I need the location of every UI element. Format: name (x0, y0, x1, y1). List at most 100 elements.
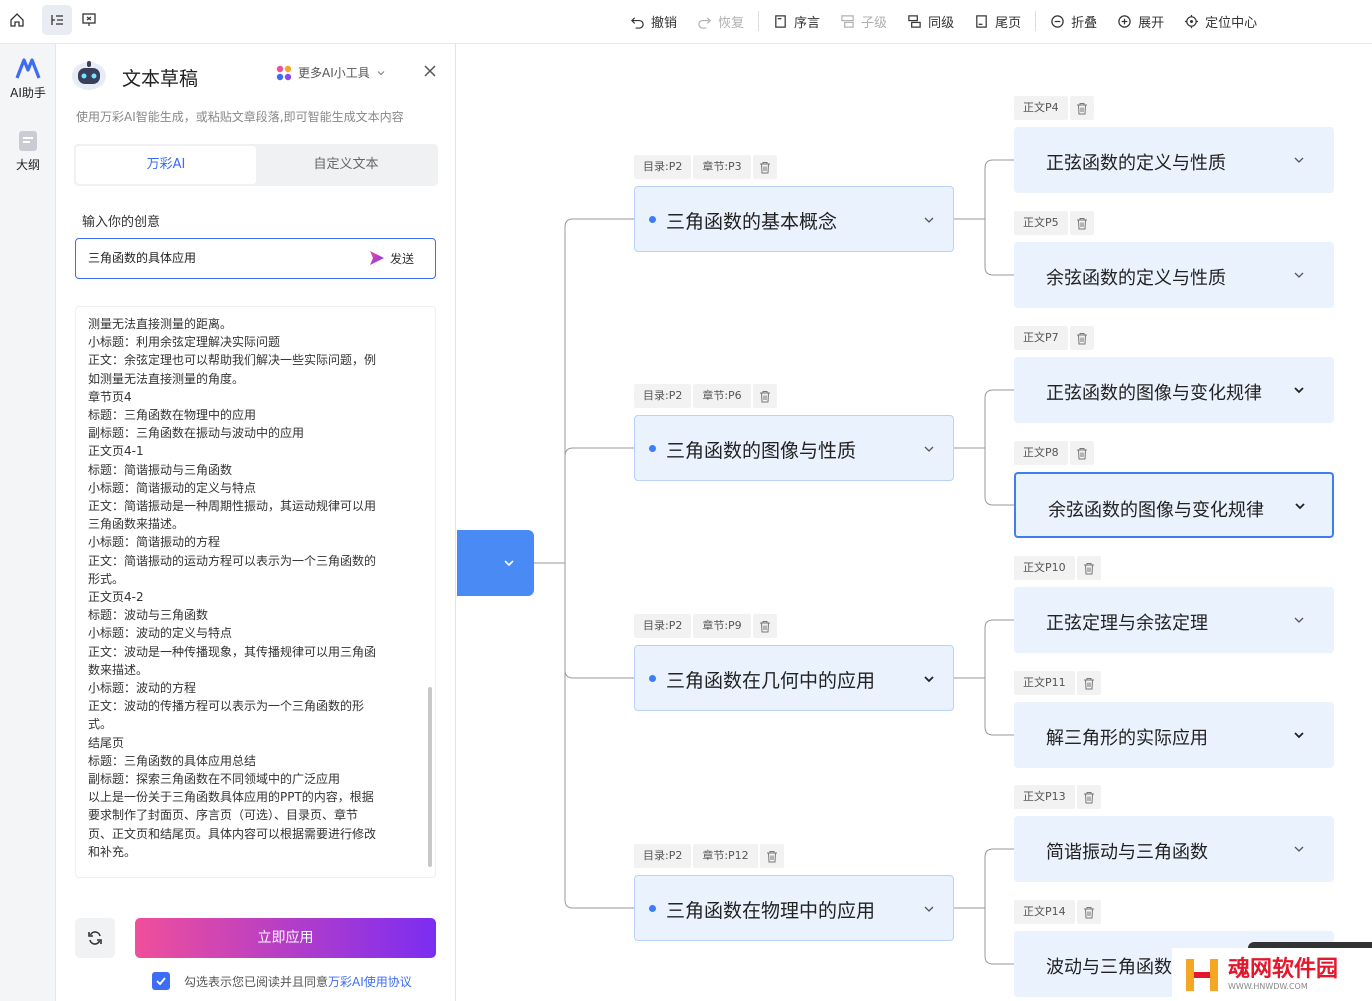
connector-line (984, 219, 1014, 276)
chevron-down-icon[interactable] (923, 903, 935, 915)
tab-wancai-ai[interactable]: 万彩AI (76, 146, 256, 184)
delete-node-button[interactable] (752, 614, 777, 638)
tail-page-button[interactable]: 尾页 (964, 12, 1031, 31)
connector-line (564, 563, 634, 909)
expand-button[interactable]: 展开 (1107, 12, 1174, 31)
draft-line: 结尾页 (88, 735, 125, 750)
send-button[interactable]: 发送 (368, 249, 414, 267)
regenerate-button[interactable] (75, 918, 115, 958)
bullet-dot (649, 445, 656, 452)
content-page-node[interactable]: 简谐振动与三角函数 (1014, 816, 1334, 882)
idea-input[interactable] (88, 250, 348, 264)
root-node[interactable] (457, 530, 534, 596)
page-tags: 正文P7 (1014, 326, 1094, 350)
page-tags: 正文P5 (1014, 211, 1094, 235)
chevron-down-icon[interactable] (1293, 843, 1305, 855)
delete-node-button[interactable] (1069, 96, 1094, 120)
agreement-link[interactable]: 万彩AI使用协议 (328, 974, 412, 989)
expand-icon (1118, 14, 1131, 28)
toolbar-divider (758, 11, 760, 31)
more-ai-label: 更多AI小工具 (298, 66, 370, 80)
delete-node-button[interactable] (752, 155, 777, 179)
left-rail: AI助手 大纲 (0, 44, 56, 1001)
preface-button[interactable]: 序言 (763, 12, 830, 31)
presentation-view-button[interactable] (74, 5, 104, 35)
delete-node-button[interactable] (1076, 785, 1101, 809)
trash-icon (1083, 562, 1094, 574)
content-page-node[interactable]: 余弦函数的定义与性质 (1014, 242, 1334, 308)
chevron-down-icon[interactable] (1294, 500, 1306, 512)
toolbar-divider (1035, 11, 1037, 31)
sibling-level-button[interactable]: 同级 (897, 12, 964, 31)
chevron-down-icon[interactable] (1293, 269, 1305, 281)
content-page-node[interactable]: 正弦定理与余弦定理 (1014, 587, 1334, 653)
draft-text-area[interactable]: 测量无法直接测量的距离。小标题：利用余弦定理解决实际问题正文：余弦定理也可以帮助… (75, 306, 436, 878)
content-page-node[interactable]: 正弦函数的图像与变化规律 (1014, 357, 1334, 423)
agreement-label: 勾选表示您已阅读并且同意 (184, 974, 329, 989)
chapter-node[interactable]: 三角函数在物理中的应用 (634, 875, 954, 941)
delete-node-button[interactable] (1076, 900, 1101, 924)
draft-line: 标题：三角函数在物理中的应用 (88, 408, 257, 423)
child-level-button[interactable]: 子级 (830, 12, 897, 31)
agree-checkbox[interactable] (152, 972, 170, 990)
page-tag: 章节:P3 (693, 155, 751, 179)
trash-icon (1083, 906, 1094, 918)
outline-view-button[interactable] (42, 5, 72, 35)
content-page-node[interactable]: 余弦函数的图像与变化规律 (1014, 472, 1334, 538)
draft-line: 正文：波动是一种传播现象，其传播规律可以用三角函 (88, 644, 377, 659)
page-tags: 正文P13 (1014, 785, 1101, 809)
draft-line: 以上是一份关于三角函数具体应用的PPT的内容，根据 (88, 790, 374, 805)
page-tag: 目录:P2 (634, 384, 692, 408)
trash-icon (759, 620, 770, 632)
chapter-node[interactable]: 三角函数在几何中的应用 (634, 645, 954, 711)
delete-node-button[interactable] (1076, 671, 1101, 695)
delete-node-button[interactable] (1069, 211, 1094, 235)
chevron-down-icon[interactable] (923, 673, 935, 685)
draft-line: 正文：简谐振动是一种周期性振动，其运动规律可以用 (88, 499, 377, 514)
chapter-node[interactable]: 三角函数的图像与性质 (634, 415, 954, 481)
delete-node-button[interactable] (752, 384, 777, 408)
chevron-down-icon[interactable] (1293, 384, 1305, 396)
trash-icon (1083, 791, 1094, 803)
tab-custom-text[interactable]: 自定义文本 (313, 157, 379, 172)
delete-node-button[interactable] (1069, 441, 1094, 465)
chevron-down-icon[interactable] (923, 443, 935, 455)
delete-node-button[interactable] (1069, 326, 1094, 350)
delete-node-button[interactable] (759, 844, 784, 868)
redo-button[interactable]: 恢复 (687, 12, 754, 31)
draft-line: 正文：余弦定理也可以帮助我们解决一些实际问题，例 (88, 353, 377, 368)
rail-item-outline[interactable]: 大纲 (0, 130, 56, 173)
content-page-node[interactable]: 解三角形的实际应用 (1014, 702, 1334, 768)
connector-line (564, 218, 634, 563)
content-page-title: 正弦定理与余弦定理 (1046, 613, 1208, 634)
page-tag: 正文P11 (1014, 671, 1075, 695)
collapse-button[interactable]: 折叠 (1040, 12, 1107, 31)
rail-item-ai-assistant[interactable]: AI助手 (0, 58, 56, 101)
top-bar: 撤销 恢复 序言 子级 同级 尾页 折叠 展开 (0, 0, 1372, 44)
content-page-node[interactable]: 正弦函数的定义与性质 (1014, 127, 1334, 193)
child-level-icon (841, 14, 854, 28)
delete-node-button[interactable] (1076, 556, 1101, 580)
draft-line: 章节页4 (88, 389, 132, 404)
chevron-down-icon[interactable] (1293, 729, 1305, 741)
draft-line: 标题：三角函数的具体应用总结 (88, 753, 257, 768)
content-page-title: 正弦函数的定义与性质 (1046, 153, 1226, 174)
outline-view-icon (51, 15, 63, 25)
draft-scrollbar[interactable] (428, 687, 432, 867)
trash-icon (766, 850, 777, 862)
close-panel-button[interactable] (420, 62, 440, 82)
home-button[interactable] (2, 5, 32, 35)
undo-button[interactable]: 撤销 (620, 12, 687, 31)
locate-center-button[interactable]: 定位中心 (1174, 12, 1267, 31)
chevron-down-icon[interactable] (1293, 154, 1305, 166)
chevron-down-icon[interactable] (1293, 614, 1305, 626)
chevron-down-icon[interactable] (923, 214, 935, 226)
expand-label: 展开 (1138, 15, 1165, 31)
more-ai-tools-dropdown[interactable]: 更多AI小工具 (276, 64, 386, 81)
page-tag: 正文P4 (1014, 96, 1068, 120)
chapter-node[interactable]: 三角函数的基本概念 (634, 186, 954, 252)
apply-now-button[interactable]: 立即应用 (135, 918, 436, 958)
